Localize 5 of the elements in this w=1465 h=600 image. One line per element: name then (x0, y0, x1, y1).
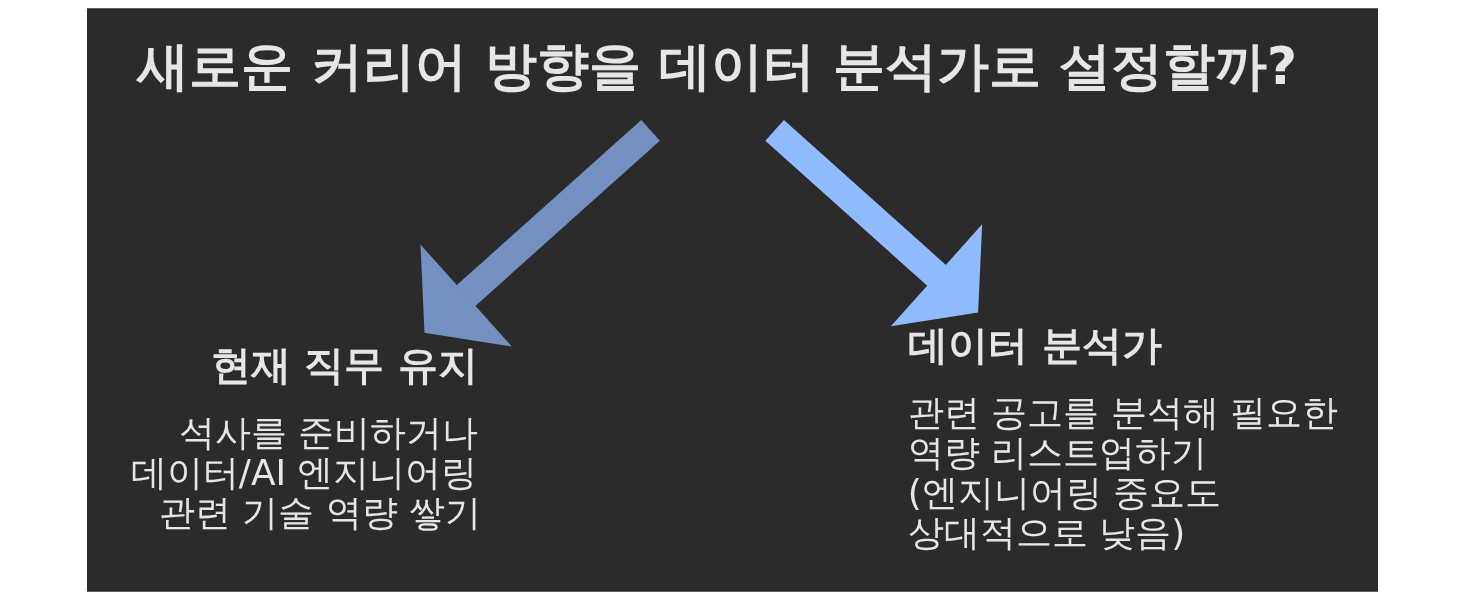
arrow (420, 120, 660, 347)
node-text: 새로운 커리어 방향을 데이터 분석가로 설정할까? (136, 36, 1297, 97)
arrow (765, 120, 983, 327)
node-text: 데이터 분석가 관련 공고를 분석해 필요한 역량 리스트업하기 (엔지니어링 중요도 상대적으로 낮음) (907, 321, 1339, 553)
node-text: 현재 직무 유지 석사를 준비하거나 데이터/AI 엔지니어링 관련 기술 역량 쌓기 (130, 341, 481, 533)
